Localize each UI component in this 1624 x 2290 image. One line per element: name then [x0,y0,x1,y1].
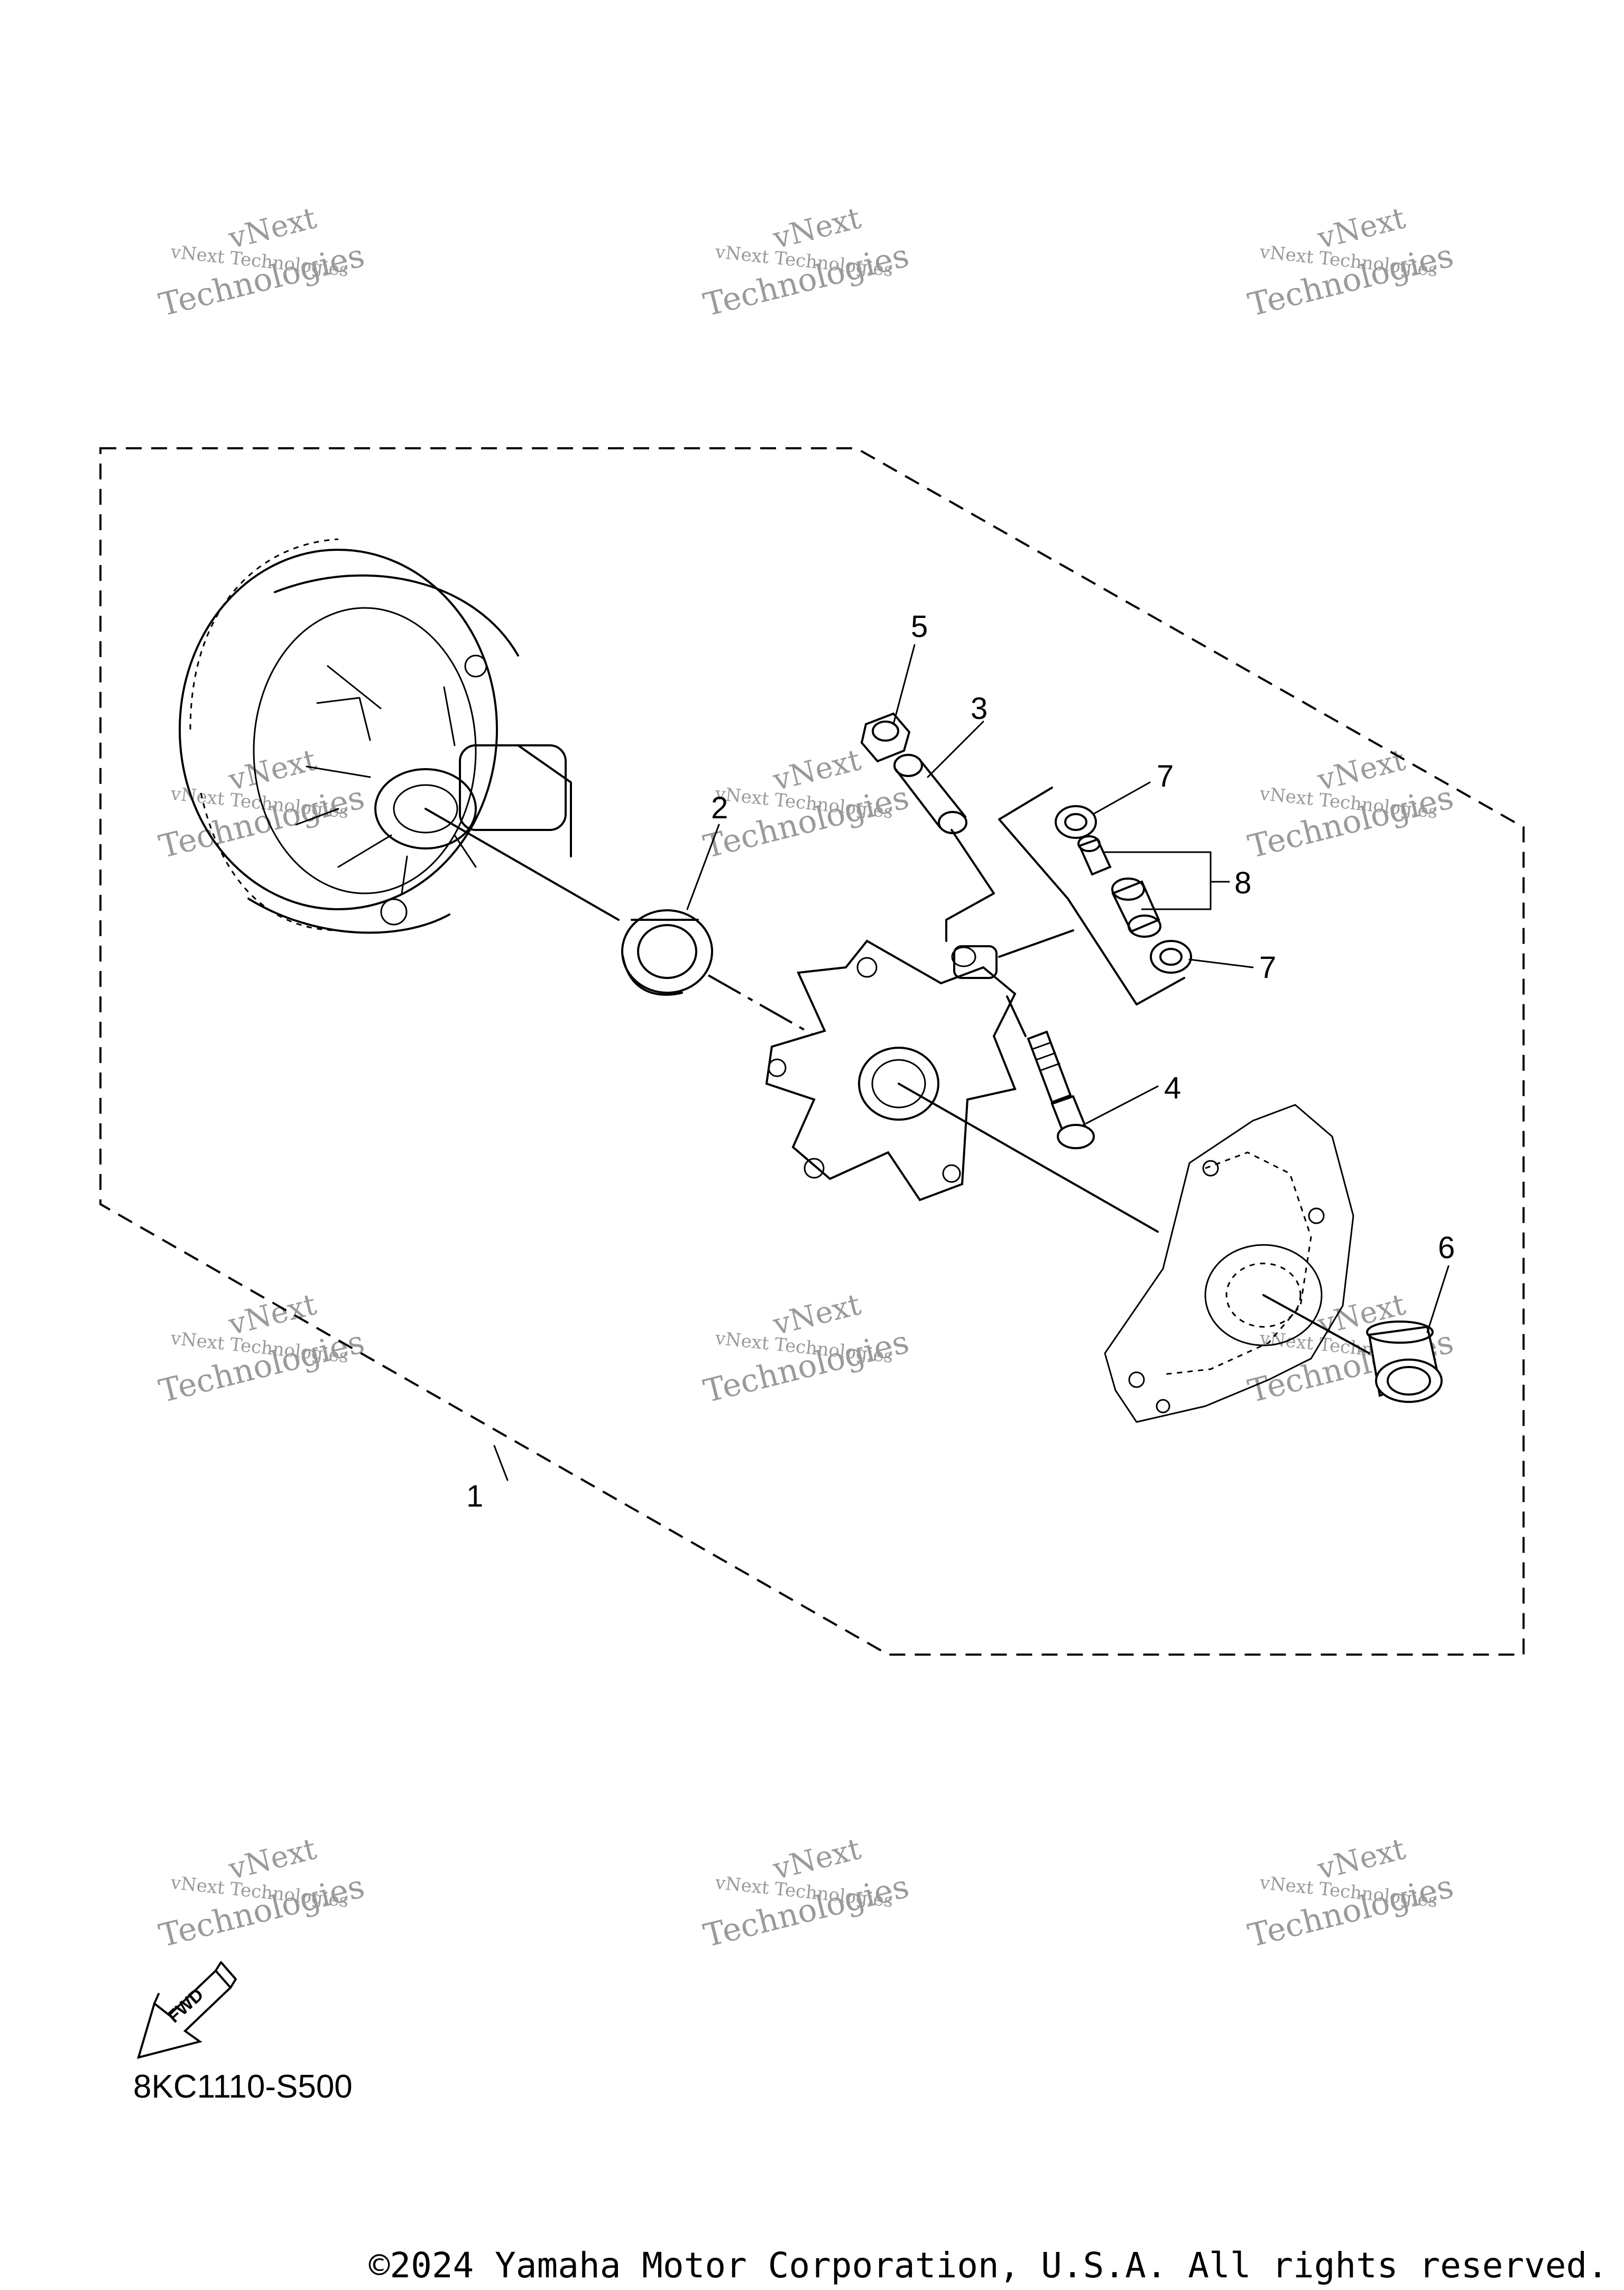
watermark-text: vNext [225,1832,320,1887]
assembly-boundary [99,447,1525,1656]
watermark-text: vNext [769,1832,864,1887]
callout-5: 5 [911,610,928,644]
collar-pin [893,754,967,834]
callout-7-lower: 7 [1259,950,1276,985]
roller-axis [998,929,1074,958]
watermark-text: vNext [1314,1832,1409,1887]
spider [765,939,1017,1202]
bushing [1077,835,1112,876]
washer-upper [1055,805,1097,839]
washer-lower [1150,940,1192,974]
cover-plate [1104,1104,1354,1423]
callout-7-upper: 7 [1157,759,1174,793]
centerline-seal [708,974,825,1042]
watermark-text: vNext [1314,201,1409,256]
callout-2: 2 [711,791,728,825]
nut [860,712,911,763]
fwd-arrow-icon: FWD [137,1961,237,2059]
watermark-text: vNext [1314,743,1409,798]
centerline-sheave [425,808,620,921]
watermark-text: vNext [769,743,864,798]
callout-4: 4 [1164,1071,1181,1105]
drawing-code: 8KC1110-S500 [133,2069,353,2105]
watermark-text: vNext [769,201,864,256]
callout-6: 6 [1438,1231,1455,1265]
leader-collar [945,829,995,942]
bolt [1006,995,1095,1149]
roller [1111,878,1161,938]
callout-1: 1 [466,1479,483,1513]
callout-8: 8 [1234,866,1251,900]
copyright-notice: ©2024 Yamaha Motor Corporation, U.S.A. A… [369,2245,1608,2286]
centerline-cover [1262,1294,1370,1354]
watermark-text: vNext [769,1287,864,1342]
watermark-text: vNext [225,1287,320,1342]
primary-sheave [179,538,572,934]
watermark-text: vNext [225,743,320,798]
centerline-spider [898,1083,1159,1233]
callout-3: 3 [971,691,988,726]
leader-lines [493,644,1450,1481]
bearing [1366,1321,1443,1403]
watermark-text: vNext [225,201,320,256]
oil-seal [621,909,713,996]
roller-group-bracket [998,787,1185,1005]
